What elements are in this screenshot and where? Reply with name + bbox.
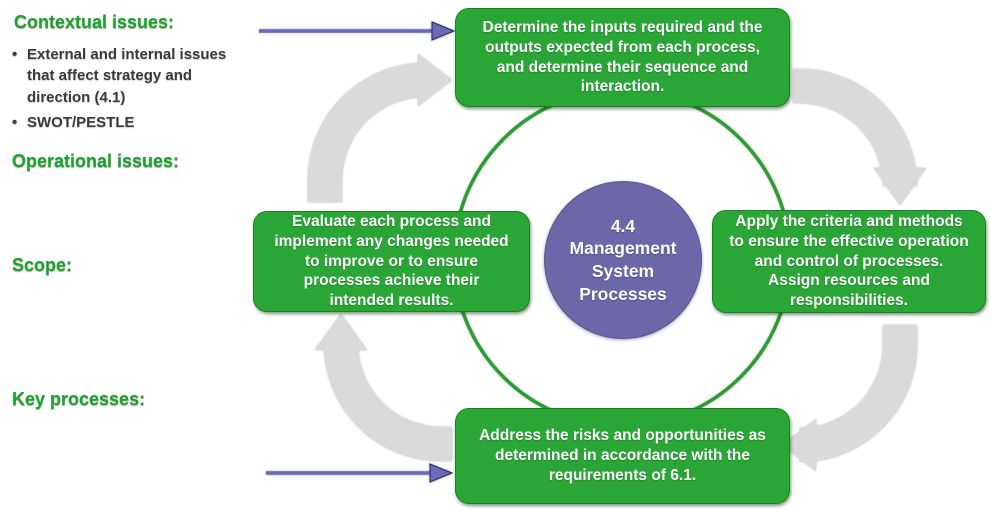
contextual-issues-heading: Contextual issues: (14, 12, 175, 32)
process-box-text: Address the risks and opportunities as d… (479, 427, 766, 484)
center-circle-management-system-processes: 4.4 Management System Processes (544, 181, 702, 339)
cycle-arrow-top-to-right-icon (793, 69, 926, 205)
scope-heading: Scope: (12, 255, 73, 275)
contextual-issues-bullet-list: • External and internal issues that affe… (12, 44, 257, 137)
process-box-text: Determine the inputs required and the ou… (482, 18, 763, 96)
bullet-text: External and internal issues that affect… (27, 46, 227, 106)
key-processes-heading: Key processes: (12, 389, 146, 409)
center-circle-line: Processes (579, 283, 667, 304)
center-circle-line: System (591, 261, 655, 281)
center-circle-line: 4.4 (610, 215, 636, 236)
pointer-arrow-contextual-to-top-box-icon (259, 21, 456, 41)
bullet-text: SWOT/PESTLE (27, 113, 135, 131)
cycle-arrow-bottom-to-left-icon (315, 314, 452, 461)
bullet-icon: • (12, 113, 18, 131)
process-box-apply-criteria: Apply the criteria and methods to ensure… (712, 210, 986, 313)
pointer-arrow-key-processes-to-bottom-box-icon (266, 463, 454, 483)
process-box-text: Apply the criteria and methods to ensure… (729, 212, 969, 310)
process-box-address-risks: Address the risks and opportunities as d… (455, 408, 790, 504)
process-box-determine-inputs: Determine the inputs required and the ou… (455, 8, 790, 107)
list-item: • External and internal issues that affe… (12, 44, 257, 108)
process-box-text: Evaluate each process and implement any … (274, 212, 509, 310)
center-circle-line: Management (569, 238, 677, 259)
cycle-arrow-left-to-top-icon (308, 54, 452, 202)
process-box-evaluate-processes: Evaluate each process and implement any … (253, 211, 530, 312)
list-item: • SWOT/PESTLE (12, 112, 257, 133)
operational-issues-heading: Operational issues: (12, 151, 180, 171)
bullet-icon: • (12, 46, 18, 63)
cycle-arrow-right-to-bottom-icon (782, 325, 917, 471)
